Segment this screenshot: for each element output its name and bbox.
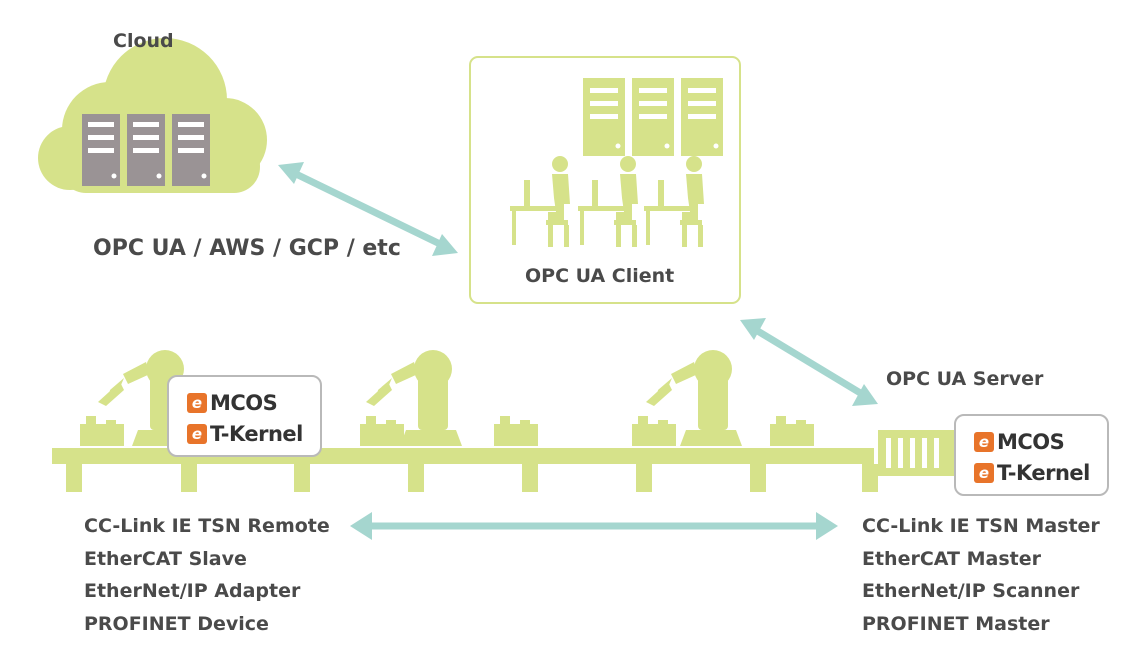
list-item: PROFINET Master	[862, 612, 1050, 635]
opc-ua-client-box	[469, 56, 741, 304]
logo-e-icon: e	[974, 463, 994, 483]
workpiece-icon	[494, 416, 538, 446]
cloud-client-arrow	[278, 162, 458, 256]
mcos-text: MCOS	[210, 391, 278, 415]
fieldbus-arrow	[350, 512, 838, 540]
workpiece-icon	[360, 416, 404, 446]
workpiece-icon	[80, 416, 124, 446]
list-item: CC-Link IE TSN Remote	[84, 515, 330, 537]
mcos-logo: e MCOS	[974, 430, 1065, 454]
mcos-text: MCOS	[997, 430, 1065, 454]
mcos-logo: e MCOS	[187, 391, 278, 415]
list-item: PROFINET Device	[84, 612, 269, 635]
logo-e-icon: e	[974, 432, 994, 452]
master-controller-icon	[878, 430, 964, 476]
device-protocol-list: CC-Link IE TSN Remote EtherCAT Slave Eth…	[84, 510, 330, 640]
logo-e-icon: e	[187, 393, 207, 413]
tkernel-logo: e T-Kernel	[974, 461, 1090, 485]
client-label: OPC UA Client	[525, 265, 675, 287]
list-item: EtherCAT Slave	[84, 547, 247, 570]
os-badge-device: e MCOS e T-Kernel	[167, 375, 322, 457]
list-item: EtherCAT Master	[862, 547, 1041, 570]
tkernel-logo: e T-Kernel	[187, 422, 303, 446]
logo-e-icon: e	[187, 424, 207, 444]
workpiece-icon	[770, 416, 814, 446]
server-label: OPC UA Server	[886, 368, 1044, 390]
tkernel-text: T-Kernel	[210, 422, 303, 446]
workpiece-icon	[632, 416, 676, 446]
tkernel-text: T-Kernel	[997, 461, 1090, 485]
cloud-label: Cloud	[113, 30, 174, 52]
list-item: EtherNet/IP Scanner	[862, 580, 1080, 602]
list-item: EtherNet/IP Adapter	[84, 580, 301, 602]
master-protocol-list: CC-Link IE TSN Master EtherCAT Master Et…	[862, 510, 1100, 640]
client-server-arrow	[740, 318, 878, 406]
cloud-server-rack-icon	[82, 114, 210, 186]
list-item: CC-Link IE TSN Master	[862, 515, 1100, 537]
protocols-label: OPC UA / AWS / GCP / etc	[93, 236, 401, 261]
client-server-rack-icon	[583, 78, 723, 156]
os-badge-master: e MCOS e T-Kernel	[954, 414, 1109, 496]
